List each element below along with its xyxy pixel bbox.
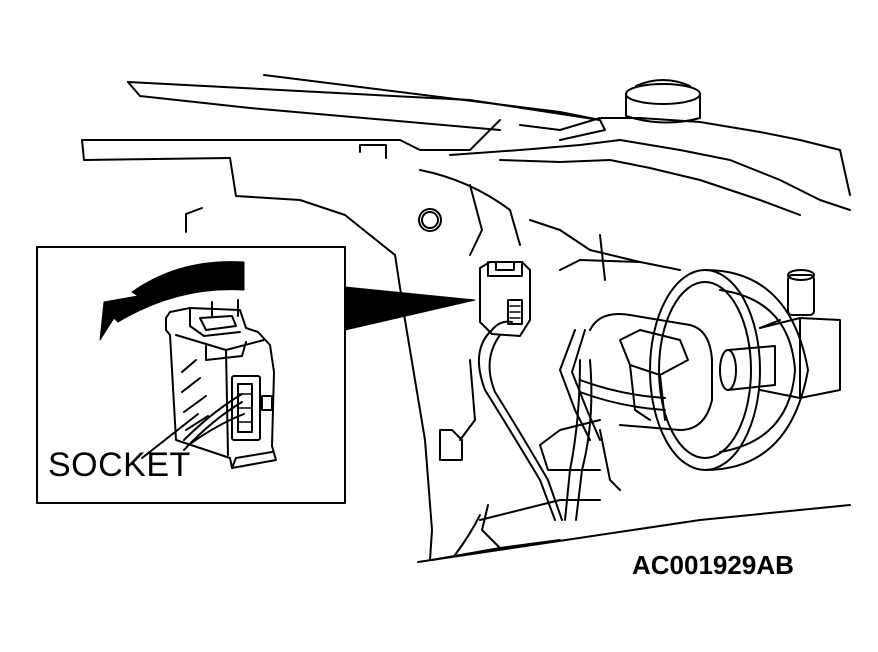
rotate-arrow-icon [99,261,245,341]
panel-edge [185,207,203,233]
pointer-arrow [344,286,476,331]
socket-leader-line [141,413,199,459]
blower-motor [589,269,841,471]
detail-inset [36,246,346,504]
figure-code: AC001929AB [632,550,794,580]
wire-harness [477,329,666,521]
connector-installed [479,261,531,337]
socket-label: SOCKET [48,446,191,484]
socket-enlarged [165,299,277,469]
